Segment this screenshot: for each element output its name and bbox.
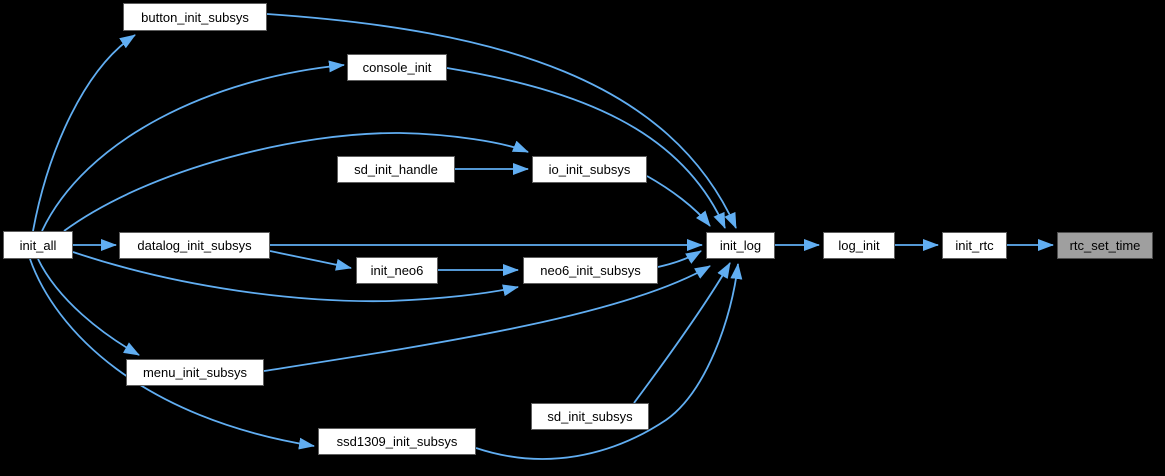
edge-init-all-to-neo6-init-subsys — [72, 251, 519, 303]
node-init-neo6[interactable]: init_neo6 — [356, 257, 438, 284]
node-rtc-set-time: rtc_set_time — [1057, 232, 1153, 259]
node-button-init-subsys[interactable]: button_init_subsys — [123, 3, 267, 31]
node-init-rtc[interactable]: init_rtc — [942, 232, 1007, 259]
edge-init-all-to-menu-init-subsys — [37, 258, 140, 356]
node-datalog-init-subsys[interactable]: datalog_init_subsys — [119, 232, 270, 259]
edge-init-all-to-console-init — [41, 60, 345, 232]
edge-init-all-to-io-init-subsys — [63, 132, 529, 232]
node-sd-init-subsys[interactable]: sd_init_subsys — [531, 403, 649, 430]
node-ssd1309-init-subsys[interactable]: ssd1309_init_subsys — [318, 428, 476, 455]
edge-sd-init-subsys-to-init-log — [633, 262, 731, 404]
edge-button-init-subsys-to-init-log — [266, 13, 737, 229]
edge-init-all-to-ssd1309-init-subsys — [29, 258, 315, 450]
edge-menu-init-subsys-to-init-log — [263, 265, 711, 372]
node-init-all[interactable]: init_all — [3, 231, 73, 259]
node-log-init[interactable]: log_init — [823, 232, 895, 259]
edge-io-init-subsys-to-init-log — [646, 175, 711, 227]
node-menu-init-subsys[interactable]: menu_init_subsys — [126, 359, 264, 386]
edge-ssd1309-init-subsys-to-init-log — [475, 263, 743, 460]
node-init-log[interactable]: init_log — [706, 232, 775, 259]
edge-datalog-init-subsys-to-init-neo6 — [269, 250, 352, 271]
node-io-init-subsys[interactable]: io_init_subsys — [532, 156, 647, 183]
node-neo6-init-subsys[interactable]: neo6_init_subsys — [523, 257, 658, 284]
node-sd-init-handle[interactable]: sd_init_handle — [337, 156, 455, 183]
node-console-init[interactable]: console_init — [347, 54, 447, 81]
edge-init-all-to-button-init-subsys — [32, 34, 136, 232]
edge-neo6-init-subsys-to-init-log — [657, 250, 702, 268]
edge-console-init-to-init-log — [446, 67, 726, 229]
